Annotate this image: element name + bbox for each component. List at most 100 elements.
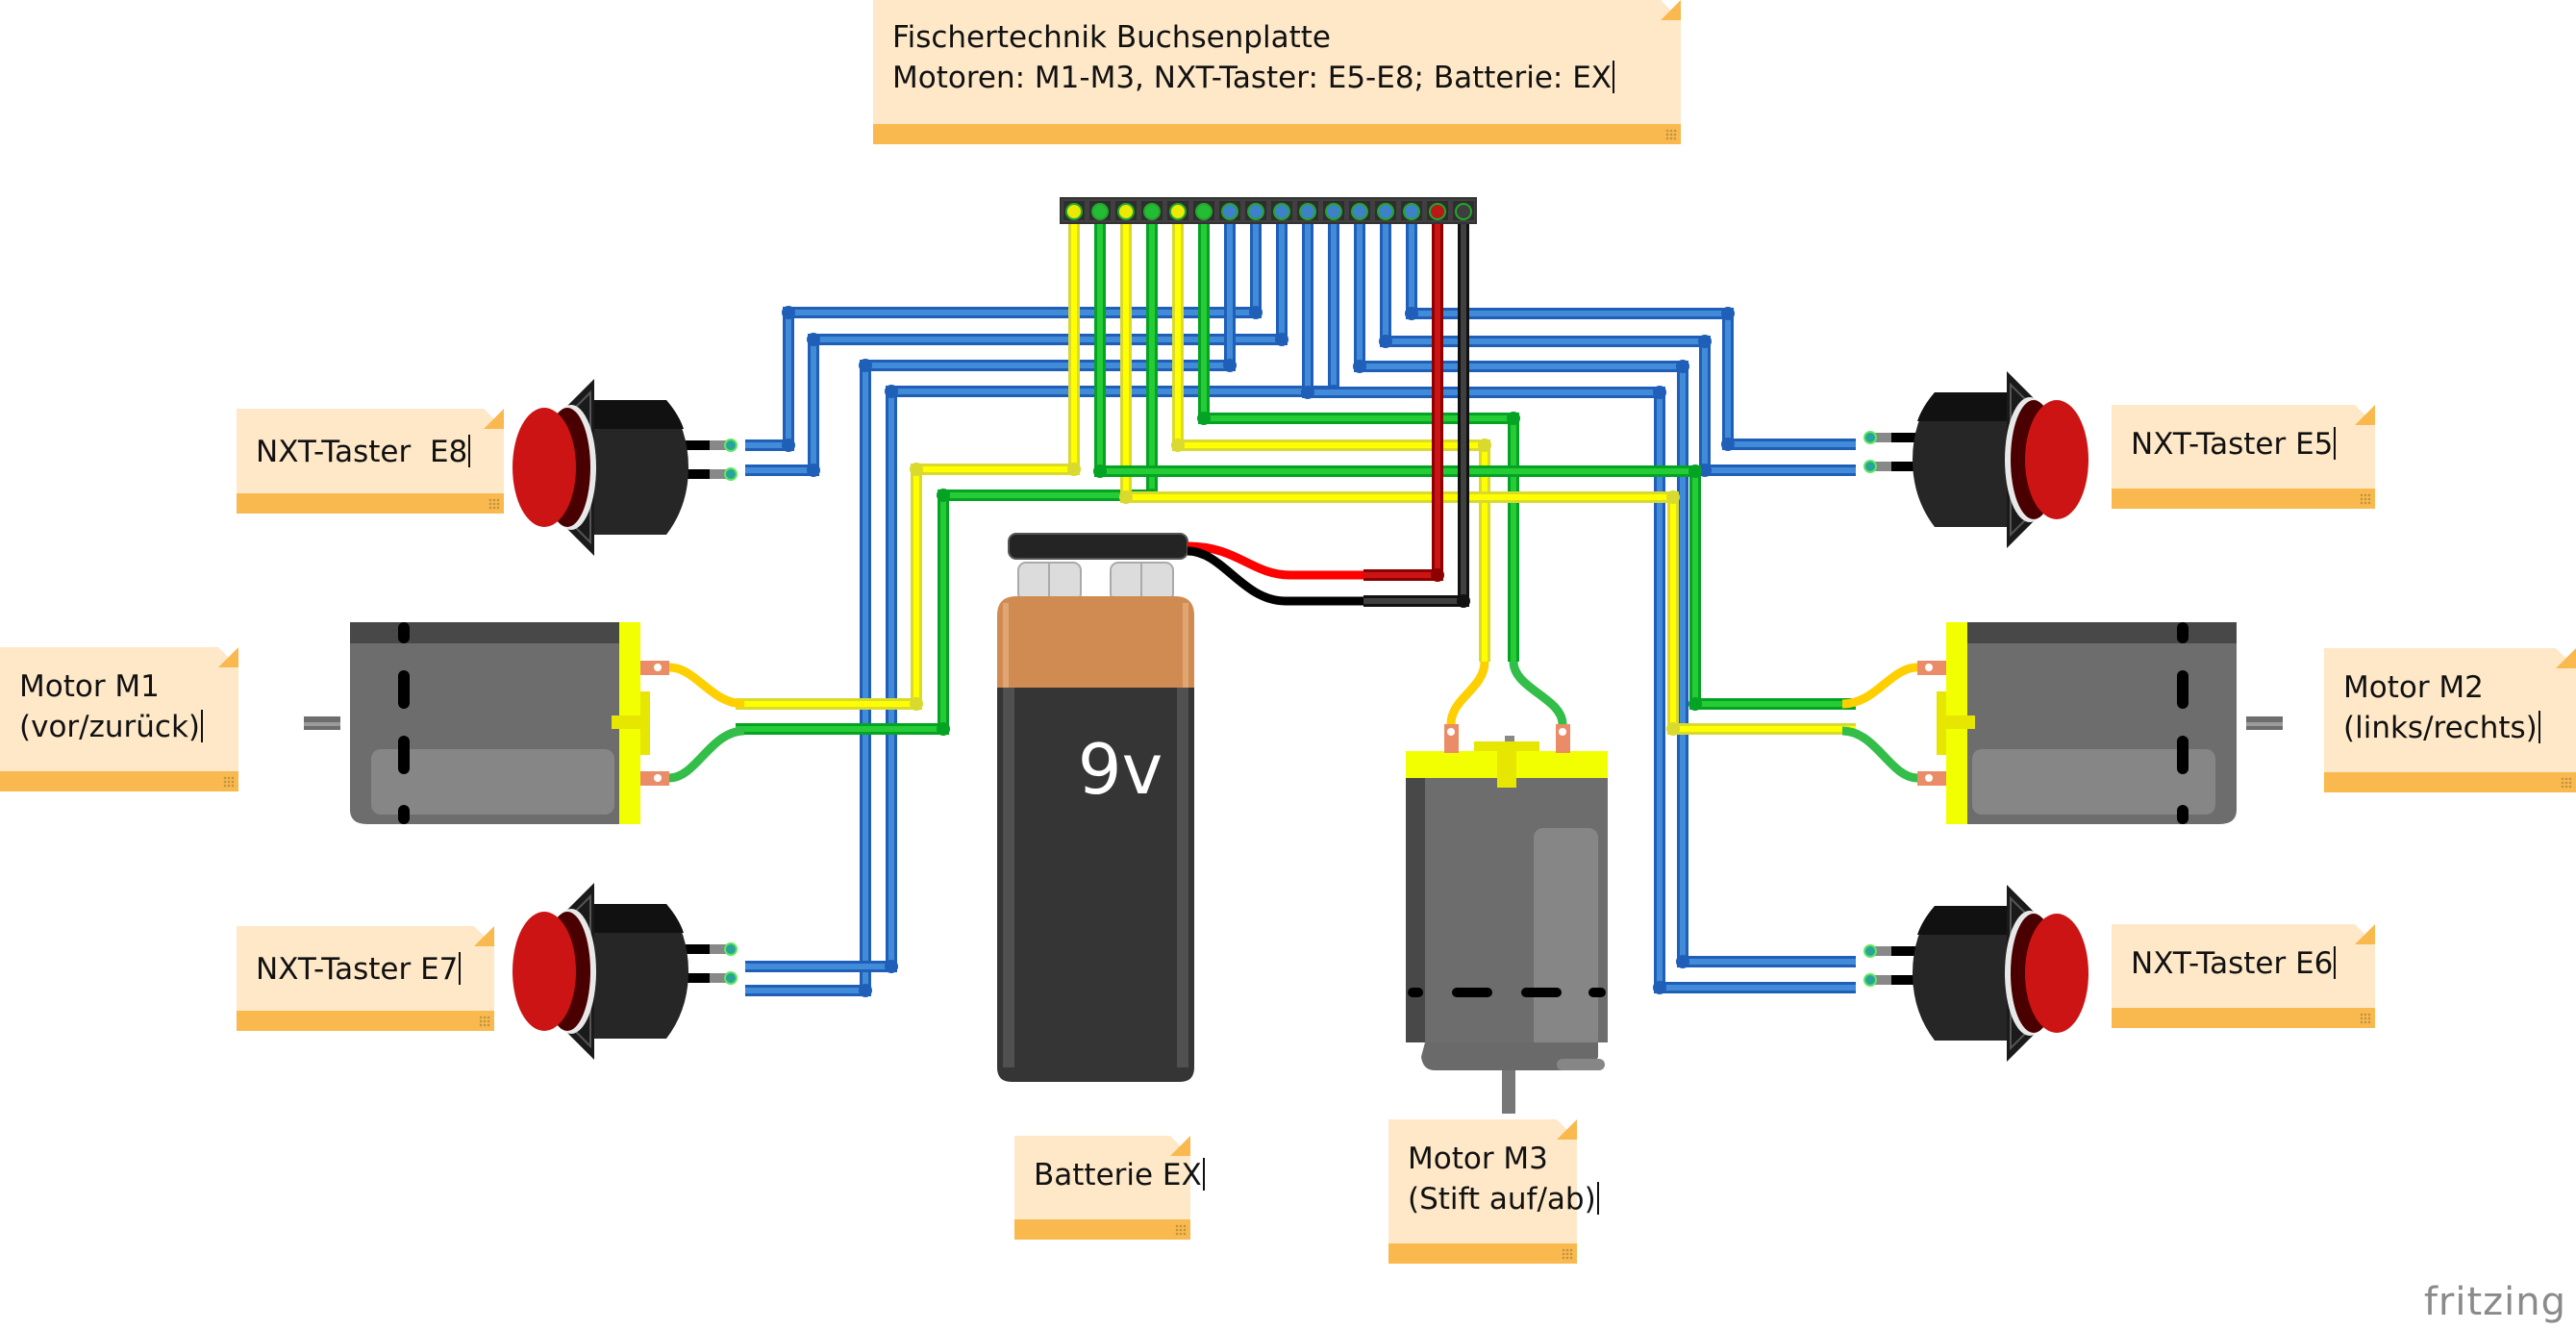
wire-m1-a[interactable] xyxy=(736,212,1081,711)
note-battery[interactable]: Batterie EX xyxy=(1014,1136,1205,1240)
wire-e8-a[interactable] xyxy=(745,212,1263,452)
wire-bendpoint[interactable] xyxy=(859,984,872,997)
wire-bendpoint[interactable] xyxy=(1457,594,1470,608)
wire-e6-a[interactable] xyxy=(1353,212,1856,968)
wire-m2-a[interactable] xyxy=(1119,212,1856,736)
wire-bendpoint[interactable] xyxy=(1676,955,1689,968)
pushbutton-e5[interactable] xyxy=(1863,371,2088,548)
socket-pin-3[interactable] xyxy=(1117,203,1135,220)
socket-pin-5[interactable] xyxy=(1169,203,1187,220)
note-header[interactable]: Fischertechnik Buchsenplatte Motoren: M1… xyxy=(873,0,1681,144)
wire-bendpoint[interactable] xyxy=(807,464,820,477)
red-button-cap[interactable] xyxy=(2025,400,2088,519)
pushbutton-e8[interactable] xyxy=(513,379,738,556)
wire-bendpoint[interactable] xyxy=(885,960,898,973)
wire-bendpoint[interactable] xyxy=(1275,333,1288,346)
wire-bendpoint[interactable] xyxy=(859,359,872,372)
wire-bendpoint[interactable] xyxy=(1119,490,1133,504)
motor-m3[interactable] xyxy=(1406,661,1608,1114)
wire-bendpoint[interactable] xyxy=(937,722,950,736)
wire-bendpoint[interactable] xyxy=(1698,335,1712,348)
wire-bendpoint[interactable] xyxy=(1431,568,1444,582)
socket-pin-11[interactable] xyxy=(1325,203,1342,220)
wire-bendpoint[interactable] xyxy=(1688,697,1702,711)
motor-m1[interactable] xyxy=(304,622,745,824)
wire-m3-b[interactable] xyxy=(1197,212,1520,662)
wire-m3-a[interactable] xyxy=(1171,212,1491,662)
note-motor-m2[interactable]: Motor M2 (links/rechts) xyxy=(2324,648,2576,792)
wire-m2-b[interactable] xyxy=(1093,212,1856,711)
wire-e6-b[interactable] xyxy=(1301,212,1856,994)
resize-grip-icon[interactable] xyxy=(223,776,235,788)
wire-bendpoint[interactable] xyxy=(1666,490,1680,504)
wire-bendpoint[interactable] xyxy=(807,333,820,346)
note-motor-m3[interactable]: Motor M3 (Stift auf/ab) xyxy=(1388,1119,1599,1264)
socket-pin-2[interactable] xyxy=(1091,203,1109,220)
wire-bendpoint[interactable] xyxy=(937,489,950,502)
resize-grip-icon[interactable] xyxy=(2360,493,2371,505)
wire-bendpoint[interactable] xyxy=(1249,306,1263,319)
resize-grip-icon[interactable] xyxy=(2561,777,2572,789)
wire-bendpoint[interactable] xyxy=(782,439,795,452)
note-taster-e5[interactable]: NXT-Taster E5 xyxy=(2112,405,2375,509)
note-motor-m1[interactable]: Motor M1 (vor/zurück) xyxy=(0,647,238,791)
socket-pin-4[interactable] xyxy=(1143,203,1161,220)
wire-bendpoint[interactable] xyxy=(1171,439,1185,452)
red-button-cap[interactable] xyxy=(2025,914,2088,1033)
wire-bendpoint[interactable] xyxy=(1067,463,1081,476)
socket-pin-13[interactable] xyxy=(1377,203,1394,220)
wire-bendpoint[interactable] xyxy=(1379,335,1392,348)
battery-9v[interactable]: 9v xyxy=(997,533,1363,1082)
wire-bendpoint[interactable] xyxy=(1478,439,1491,452)
wire-bendpoint[interactable] xyxy=(1688,464,1702,478)
socket-pin-9[interactable] xyxy=(1273,203,1290,220)
pushbutton-e7[interactable] xyxy=(513,883,738,1060)
wire-e8-b[interactable] xyxy=(745,212,1288,477)
note-taster-e7[interactable]: NXT-Taster E7 xyxy=(237,926,494,1031)
wire-battery-minus[interactable] xyxy=(1363,212,1470,608)
wire-bendpoint[interactable] xyxy=(910,463,923,476)
wire-bendpoint[interactable] xyxy=(1301,386,1314,399)
wire-bendpoint[interactable] xyxy=(1507,412,1520,425)
wire-bendpoint[interactable] xyxy=(910,697,923,711)
wire-bendpoint[interactable] xyxy=(1353,360,1366,373)
socket-pin-10[interactable] xyxy=(1299,203,1316,220)
wire-bendpoint[interactable] xyxy=(1405,307,1418,320)
resize-grip-icon[interactable] xyxy=(1665,129,1677,140)
wire-battery-plus[interactable] xyxy=(1363,212,1444,582)
note-taster-e8[interactable]: NXT-Taster E8 xyxy=(237,409,504,514)
red-button-cap[interactable] xyxy=(513,408,576,527)
wire-bendpoint[interactable] xyxy=(1223,359,1237,372)
motor-m2[interactable] xyxy=(1841,622,2283,824)
wire-bendpoint[interactable] xyxy=(885,385,898,398)
pushbutton-e6[interactable] xyxy=(1863,885,2088,1062)
socket-pin-14[interactable] xyxy=(1403,203,1420,220)
wire-e7-a[interactable] xyxy=(745,212,1237,997)
wire-bendpoint[interactable] xyxy=(1653,981,1666,994)
wire-bendpoint[interactable] xyxy=(1721,438,1735,451)
wire-bendpoint[interactable] xyxy=(782,306,795,319)
resize-grip-icon[interactable] xyxy=(479,1016,490,1027)
socket-pin-16[interactable] xyxy=(1455,203,1472,220)
socket-pin-15[interactable] xyxy=(1429,203,1446,220)
wire-bendpoint[interactable] xyxy=(1653,386,1666,399)
socket-pin-12[interactable] xyxy=(1351,203,1368,220)
wire-bendpoint[interactable] xyxy=(1721,307,1735,320)
wire-e5-b[interactable] xyxy=(1379,212,1856,477)
resize-grip-icon[interactable] xyxy=(1562,1248,1573,1260)
wire-bendpoint[interactable] xyxy=(1666,722,1680,736)
red-button-cap[interactable] xyxy=(513,912,576,1031)
socket-pin-7[interactable] xyxy=(1221,203,1238,220)
socket-pin-6[interactable] xyxy=(1195,203,1213,220)
resize-grip-icon[interactable] xyxy=(488,498,500,510)
wire-bendpoint[interactable] xyxy=(1093,464,1107,478)
wire-bendpoint[interactable] xyxy=(1197,412,1211,425)
resize-grip-icon[interactable] xyxy=(2360,1013,2371,1024)
socket-pin-8[interactable] xyxy=(1247,203,1264,220)
note-taster-e6[interactable]: NXT-Taster E6 xyxy=(2112,924,2375,1028)
socket-pin-1[interactable] xyxy=(1065,203,1083,220)
resize-grip-icon[interactable] xyxy=(1175,1224,1187,1236)
socket-strip[interactable] xyxy=(1060,197,1477,224)
wire-bendpoint[interactable] xyxy=(1676,360,1689,373)
wire-e5-a[interactable] xyxy=(1405,212,1856,451)
